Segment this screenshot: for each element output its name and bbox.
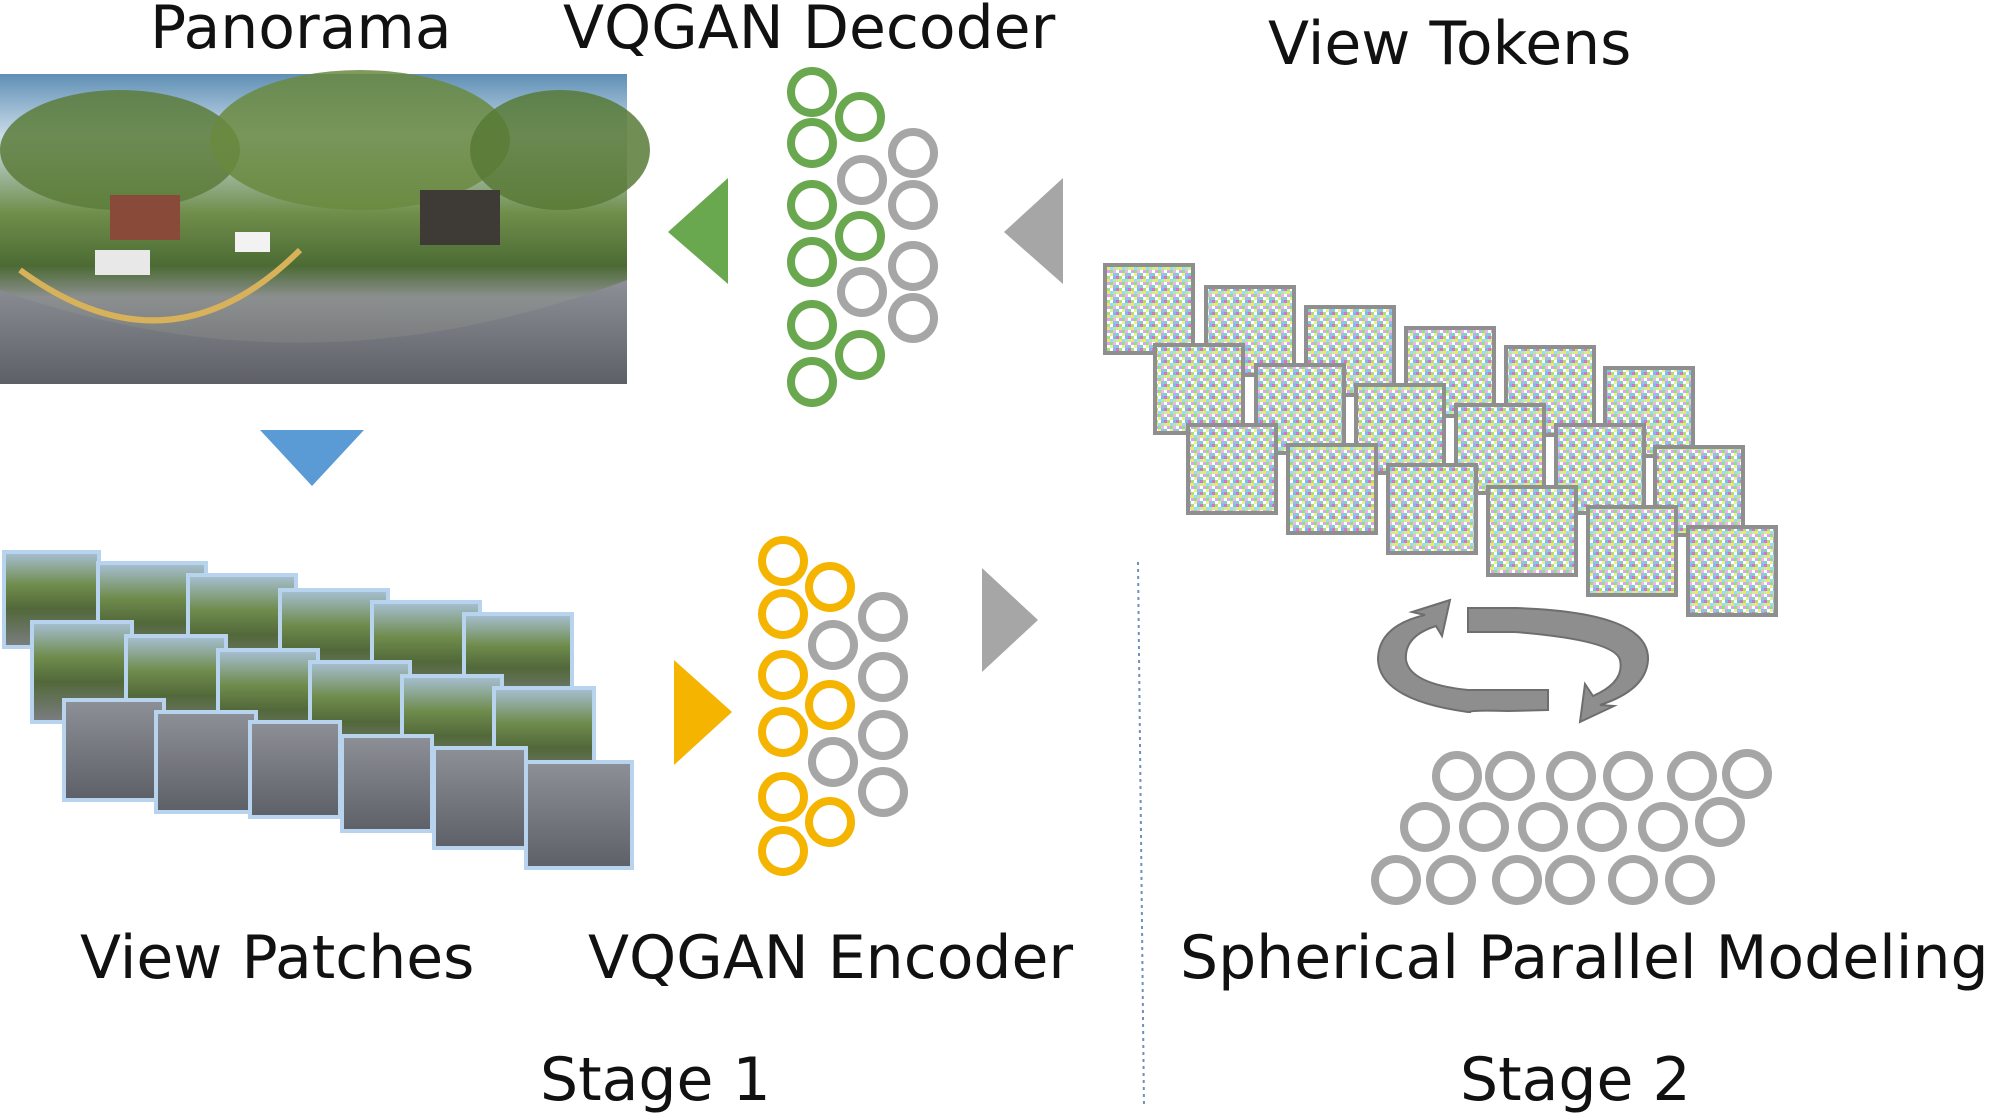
yellow-right-triangle-icon	[674, 660, 732, 765]
gray-left-triangle-icon	[1004, 178, 1063, 284]
view-tokens-grid	[1103, 263, 1778, 617]
circular-refresh-arrows-icon	[1376, 598, 1650, 724]
spherical-parallel-modeling-label: Spherical Parallel Modeling	[1180, 923, 1989, 993]
stage2-label: Stage 2	[1460, 1045, 1691, 1115]
stage1-label: Stage 1	[540, 1045, 771, 1115]
spherical-neurons	[1371, 749, 1772, 905]
vqgan-encoder-label: VQGAN Encoder	[588, 923, 1074, 993]
panorama-image	[0, 70, 650, 384]
encoder-network	[758, 536, 908, 876]
vqgan-decoder-label: VQGAN Decoder	[563, 0, 1056, 63]
view-patches-label: View Patches	[80, 923, 475, 993]
view-tokens-label: View Tokens	[1268, 9, 1632, 79]
green-left-triangle-icon	[668, 178, 728, 284]
gray-right-triangle-icon	[982, 568, 1038, 672]
panorama-label: Panorama	[150, 0, 452, 63]
blue-down-triangle-icon	[260, 430, 364, 486]
view-patches-stack	[2, 550, 634, 870]
stage-divider	[1137, 561, 1145, 1109]
decoder-network	[787, 67, 938, 407]
